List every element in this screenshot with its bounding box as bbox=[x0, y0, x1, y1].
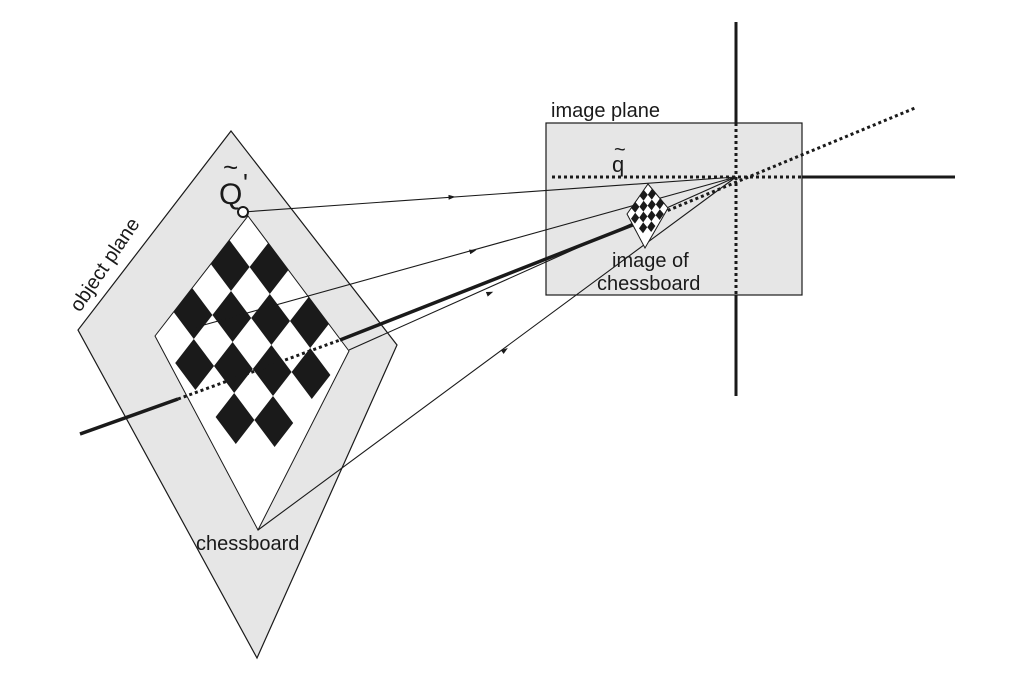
chessboard-square bbox=[175, 339, 214, 390]
chessboard-square bbox=[251, 294, 290, 345]
chessboard-square bbox=[215, 393, 255, 444]
mini-chessboard-square bbox=[639, 190, 648, 201]
q-prime-tilde-accent: ~ bbox=[223, 152, 238, 182]
mini-chessboard-square bbox=[655, 209, 664, 220]
image-plane-label: image plane bbox=[551, 100, 660, 122]
mini-chessboard-square bbox=[655, 198, 664, 210]
ray-right-corner bbox=[348, 176, 737, 351]
optical-axis-far bbox=[639, 106, 916, 224]
ray-bottom-corner bbox=[257, 176, 737, 531]
chessboard-square bbox=[254, 396, 294, 447]
mini-chessboard-square bbox=[631, 202, 640, 213]
image-of-label: image of bbox=[612, 250, 689, 272]
chessboard-square bbox=[214, 342, 253, 393]
q-prime-mark: ' bbox=[243, 168, 248, 198]
q-tilde-accent: ~ bbox=[614, 139, 626, 161]
mini-chessboard-square bbox=[647, 221, 656, 232]
q-prime-label: Q bbox=[219, 178, 242, 211]
chessboard-square bbox=[291, 348, 331, 399]
mini-chessboard-square bbox=[631, 212, 640, 224]
chessboard-square bbox=[290, 297, 329, 348]
mini-chessboard-square bbox=[647, 188, 656, 200]
optical-axis-dotted-on-plane bbox=[177, 338, 341, 401]
optical-axis-near bbox=[79, 397, 179, 436]
chessboard-label: chessboard bbox=[196, 533, 299, 555]
mini-chessboard-square bbox=[647, 210, 656, 222]
chessboard-square bbox=[173, 288, 213, 339]
mini-chessboard-square bbox=[647, 199, 656, 211]
chessboard-square bbox=[252, 345, 292, 396]
mini-chessboard-square bbox=[639, 200, 648, 212]
ray-q-prime bbox=[242, 176, 737, 213]
point-q-prime bbox=[237, 206, 249, 218]
chessboard-square bbox=[249, 243, 289, 294]
mini-chessboard-square bbox=[639, 222, 648, 234]
chessboard-square bbox=[212, 291, 252, 342]
chessboard-square bbox=[210, 240, 250, 291]
mini-chessboard-square bbox=[639, 211, 648, 223]
image-of-chessboard-grid bbox=[626, 183, 669, 250]
image-chessboard-label: chessboard bbox=[597, 273, 700, 295]
q-tilde-label: q bbox=[612, 152, 624, 177]
